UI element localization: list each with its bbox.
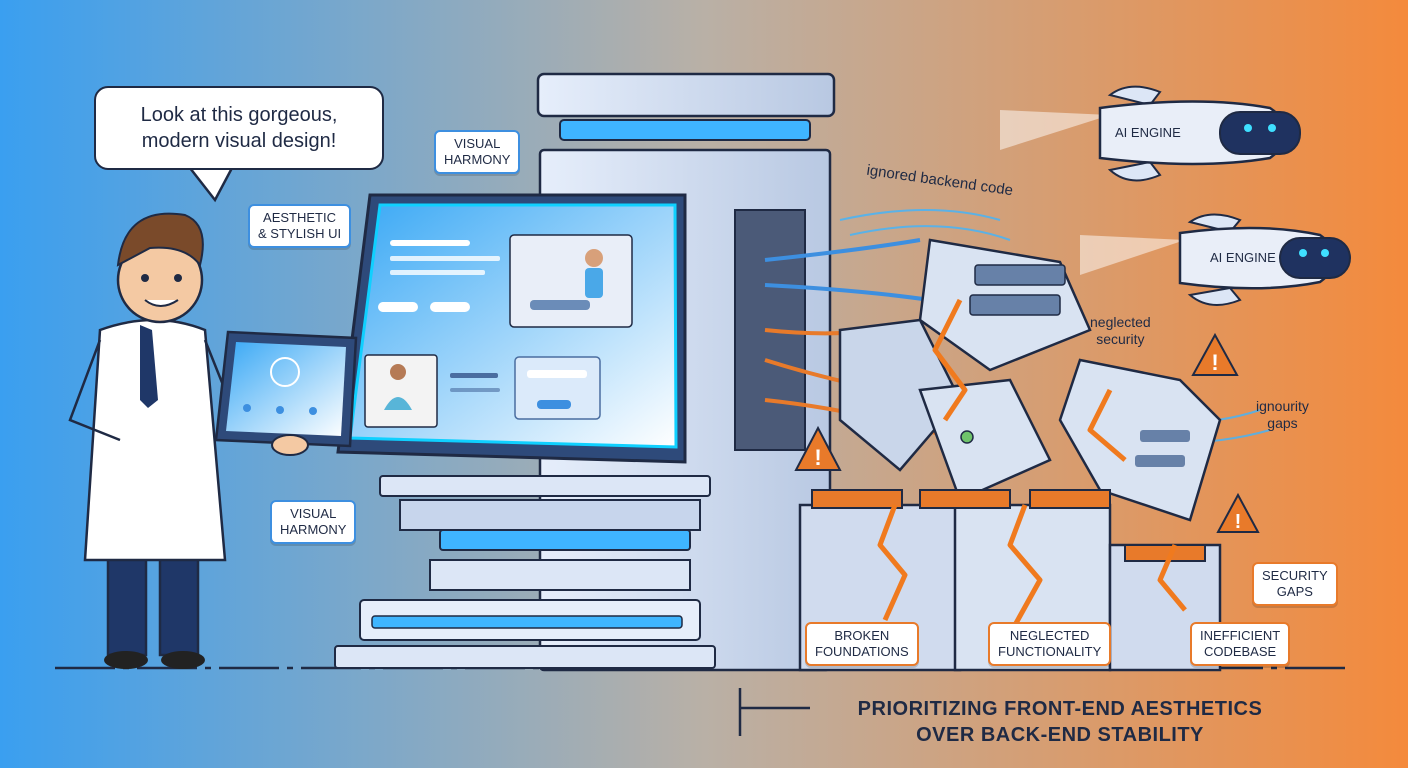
svg-text:!: ! — [1211, 350, 1218, 375]
label-visual-harmony-top: VISUAL HARMONY — [434, 130, 521, 174]
label-neglected-functionality: NEGLECTED FUNCTIONALITY — [988, 622, 1112, 666]
speech-bubble: Look at this gorgeous, modern visual des… — [94, 86, 384, 170]
warning-icon: ! — [1216, 492, 1260, 533]
label-aesthetic-ui: AESTHETIC & STYLISH UI — [248, 204, 352, 248]
ai-engine-rocket-2: AI ENGINE — [1080, 213, 1351, 306]
engine-label: AI ENGINE — [1210, 250, 1276, 265]
scientist-character — [68, 212, 247, 669]
label-security-gaps: SECURITY GAPS — [1252, 562, 1338, 606]
warning-icon: ! — [794, 425, 842, 471]
label-inefficient-codebase: INEFFICIENT CODEBASE — [1190, 622, 1291, 666]
note-neglected-security: neglected security — [1090, 314, 1151, 347]
label-visual-harmony-bottom: VISUAL HARMONY — [270, 500, 357, 544]
large-monitor — [336, 193, 687, 464]
svg-text:!: ! — [814, 445, 821, 470]
note-ignourity-gaps: ignourity gaps — [1256, 398, 1309, 431]
engine-label: AI ENGINE — [1115, 125, 1181, 140]
svg-text:!: ! — [1235, 511, 1242, 533]
warning-icon: ! — [1191, 332, 1239, 376]
ai-engine-rocket-1: AI ENGINE — [1000, 85, 1301, 182]
handheld-tablet — [214, 330, 358, 456]
cracks — [877, 298, 1187, 627]
label-broken-foundations: BROKEN FOUNDATIONS — [805, 622, 919, 666]
caption-title: PRIORITIZING FRONT-END AESTHETICS OVER B… — [857, 698, 1263, 746]
